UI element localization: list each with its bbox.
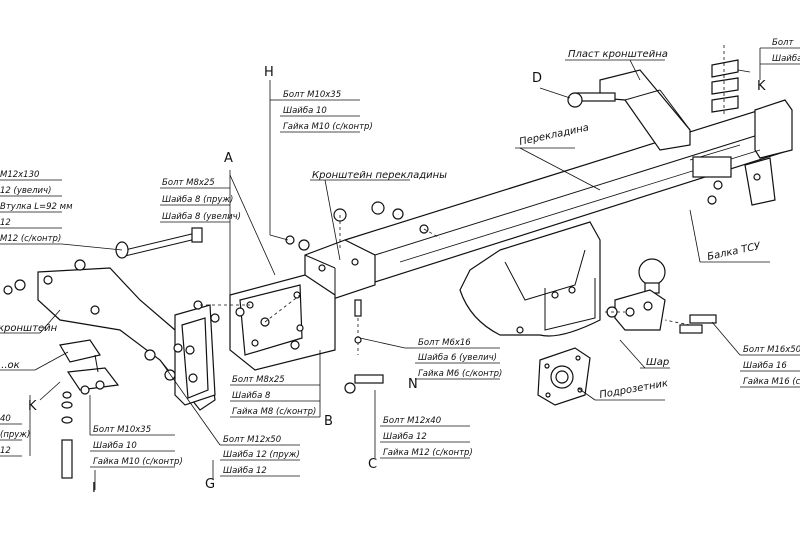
spec-tr-1: Болт bbox=[772, 38, 794, 48]
spec-n-3: Гайка М6 (с/контр) bbox=[418, 369, 502, 379]
label-block-left: ...ок bbox=[0, 360, 20, 371]
beam-lower-bracket bbox=[459, 221, 601, 337]
spec-h-1: Болт М10х35 bbox=[283, 90, 341, 100]
spec-tr-2: Шайба bbox=[772, 54, 800, 64]
spec-n-1: Болт М6х16 bbox=[418, 338, 471, 348]
tow-beam bbox=[344, 99, 793, 283]
label-beam: Балка ТСУ bbox=[706, 241, 762, 263]
spec-lt-4: 12 bbox=[0, 218, 11, 228]
spec-lt-2: 12 (увелич) bbox=[0, 186, 51, 196]
leader-lines bbox=[0, 47, 800, 490]
label-top-right: Пласт кронштейна bbox=[568, 49, 668, 60]
left-side-bracket bbox=[37, 267, 216, 411]
spec-lb-3: 12 bbox=[0, 446, 11, 456]
spec-h-3: Гайка М10 (с/контр) bbox=[283, 122, 373, 132]
letter-c: C bbox=[368, 457, 377, 472]
label-crossbar-bracket: Кронштейн перекладины bbox=[312, 170, 447, 181]
spec-lt-3: Втулка L=92 мм bbox=[0, 202, 73, 212]
spec-a-3: Шайба 8 (увелич) bbox=[162, 212, 241, 222]
right-side-plate bbox=[744, 157, 776, 206]
label-socket-plate: Подрозетник bbox=[599, 378, 669, 401]
crossbar-bracket bbox=[304, 239, 376, 301]
letter-n: N bbox=[408, 377, 418, 392]
letter-g: G bbox=[205, 477, 215, 492]
spec-i-2: Шайба 10 bbox=[93, 441, 137, 451]
label-ball: Шар bbox=[646, 357, 669, 368]
spec-ball-1: Болт М16х50 bbox=[743, 345, 800, 355]
spec-g-2: Шайба 12 (пруж) bbox=[223, 450, 300, 460]
tow-ball bbox=[614, 258, 666, 331]
letter-k-right: K bbox=[757, 79, 766, 94]
spec-g-1: Болт М12х50 bbox=[223, 435, 281, 445]
spec-c-2: Шайба 12 bbox=[383, 432, 427, 442]
k-bracket-left bbox=[59, 339, 120, 391]
spec-a-2: Шайба 8 (пруж) bbox=[162, 195, 233, 205]
mount-plate-a bbox=[174, 304, 216, 406]
spec-i-3: Гайка М10 (с/контр) bbox=[93, 457, 183, 467]
right-bracket bbox=[599, 69, 691, 151]
letter-k-left: K bbox=[28, 399, 37, 414]
mount-plate-b bbox=[229, 274, 336, 371]
spec-c-3: Гайка М12 (с/контр) bbox=[383, 448, 473, 458]
letter-b: B bbox=[324, 414, 333, 429]
spec-lt-1: М12х130 bbox=[0, 170, 39, 180]
letter-i: I bbox=[92, 481, 96, 496]
spec-ball-3: Гайка М16 (с/... bbox=[743, 377, 800, 387]
k-stack-top-right bbox=[711, 45, 739, 115]
spec-b-1: Болт М8х25 bbox=[232, 375, 285, 385]
letter-d: D bbox=[532, 71, 542, 86]
spec-b-2: Шайба 8 bbox=[232, 391, 271, 401]
spec-h-2: Шайба 10 bbox=[283, 106, 327, 116]
spec-ball-2: Шайба 16 bbox=[743, 361, 787, 371]
label-crossbar: Перекладина bbox=[518, 122, 590, 147]
fastener-specs: Болт М10х35 Шайба 10 Гайка М10 (с/контр)… bbox=[0, 38, 800, 476]
label-bracket-left: кронштейн bbox=[0, 323, 58, 334]
spec-lb-1: 40 bbox=[0, 414, 11, 424]
spec-lb-2: (пруж) bbox=[0, 430, 30, 440]
spec-n-2: Шайба 6 (увелич) bbox=[418, 353, 497, 363]
spec-g-3: Шайба 12 bbox=[223, 466, 267, 476]
socket-plate bbox=[537, 347, 591, 406]
callout-letters: H A B N C G D K K I bbox=[28, 65, 766, 496]
spec-i-1: Болт М10х35 bbox=[93, 425, 151, 435]
spec-b-3: Гайка М8 (с/контр) bbox=[232, 407, 316, 417]
letter-a: A bbox=[224, 151, 233, 166]
spec-c-1: Болт М12х40 bbox=[383, 416, 441, 426]
spec-a-1: Болт М8х25 bbox=[162, 178, 215, 188]
letter-h: H bbox=[264, 65, 274, 80]
spec-lt-5: М12 (с/контр) bbox=[0, 234, 61, 244]
